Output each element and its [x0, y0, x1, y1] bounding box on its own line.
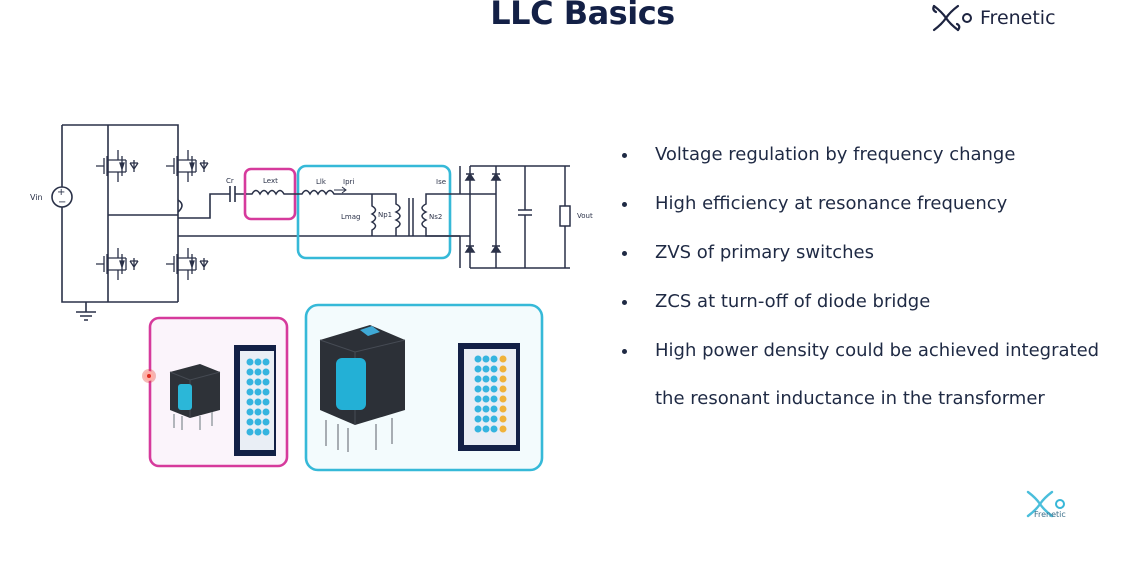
- bullet-text: ZVS of primary switches: [655, 242, 874, 263]
- inductor-winding-cross-section: [246, 358, 270, 436]
- ipri-label: Ipri: [343, 178, 354, 186]
- bullet-item: High efficiency at resonance frequency: [620, 189, 1099, 238]
- lext-label: Lext: [263, 177, 278, 185]
- bullet-dot-icon: [622, 251, 627, 256]
- lmag-inductor: [370, 194, 377, 236]
- bullet-item: ZCS at turn-off of diode bridge: [620, 287, 1099, 336]
- primary-rail-wire-right: [62, 124, 179, 302]
- bullet-text: Voltage regulation by frequency change: [655, 144, 1016, 165]
- mosfet-switch-q3: [96, 248, 139, 280]
- frenetic-logo: Frenetic: [930, 2, 1056, 34]
- ns2-label: Ns2: [429, 213, 442, 221]
- bullet-text: High power density could be achieved int…: [655, 340, 1100, 361]
- watermark-text: Frenetic: [1034, 510, 1066, 519]
- bullet-text: High efficiency at resonance frequency: [655, 193, 1008, 214]
- transformer-core: [408, 198, 414, 236]
- frenetic-logo-icon: [932, 4, 972, 32]
- primary-rail-wire: [61, 125, 178, 303]
- ns2-winding: [421, 193, 460, 237]
- resonant-capacitor: [226, 186, 246, 202]
- np1-winding: [372, 193, 401, 236]
- bullet-text: ZCS at turn-off of diode bridge: [655, 291, 931, 312]
- vin-label: Vin: [30, 193, 43, 202]
- bullet-dot-icon: [622, 153, 627, 158]
- transformer-winding-cross-section: [474, 355, 507, 433]
- bullet-item: ZVS of primary switches: [620, 238, 1099, 287]
- svg-text:−: −: [58, 197, 66, 208]
- svg-text:+: +: [57, 187, 65, 198]
- llk-inductor: [295, 189, 372, 196]
- slide-title: LLC Basics: [490, 0, 675, 32]
- lmag-label: Lmag: [341, 213, 360, 221]
- bullet-item: High power density could be achieved int…: [620, 336, 1099, 385]
- mosfet-switch-q4: [166, 248, 209, 280]
- mosfet-switch-q1: [96, 150, 139, 182]
- llk-label: Llk: [316, 178, 327, 186]
- vin-source: + −: [51, 186, 73, 208]
- np1-label: Np1: [378, 211, 392, 219]
- bullet-dot-icon: [622, 349, 627, 354]
- bullet-continuation-text: the resonant inductance in the transform…: [655, 388, 1045, 409]
- mosfet-switch-q2: [166, 150, 209, 182]
- pointer-cursor-icon: [144, 371, 154, 381]
- bullet-item: Voltage regulation by frequency change: [620, 140, 1099, 189]
- frenetic-watermark-icon: [1026, 490, 1065, 518]
- brand-name: Frenetic: [980, 7, 1056, 29]
- feature-bullet-list: Voltage regulation by frequency change H…: [620, 140, 1099, 385]
- transformer-highlight-box: [296, 164, 452, 260]
- cr-label: Cr: [226, 177, 234, 185]
- lext-inductor: [246, 189, 295, 196]
- vout-label: Vout: [577, 212, 593, 220]
- output-capacitor: [518, 166, 532, 268]
- bullet-dot-icon: [622, 300, 627, 305]
- bullet-dot-icon: [622, 202, 627, 207]
- load-resistor: [559, 166, 571, 268]
- diode-bridge: [459, 165, 570, 269]
- inductor-component-card: [148, 316, 289, 468]
- isec-label: Ise: [436, 178, 446, 186]
- transformer-component-card: [304, 303, 544, 472]
- llc-circuit-diagram: + − Vin Cr: [30, 124, 593, 472]
